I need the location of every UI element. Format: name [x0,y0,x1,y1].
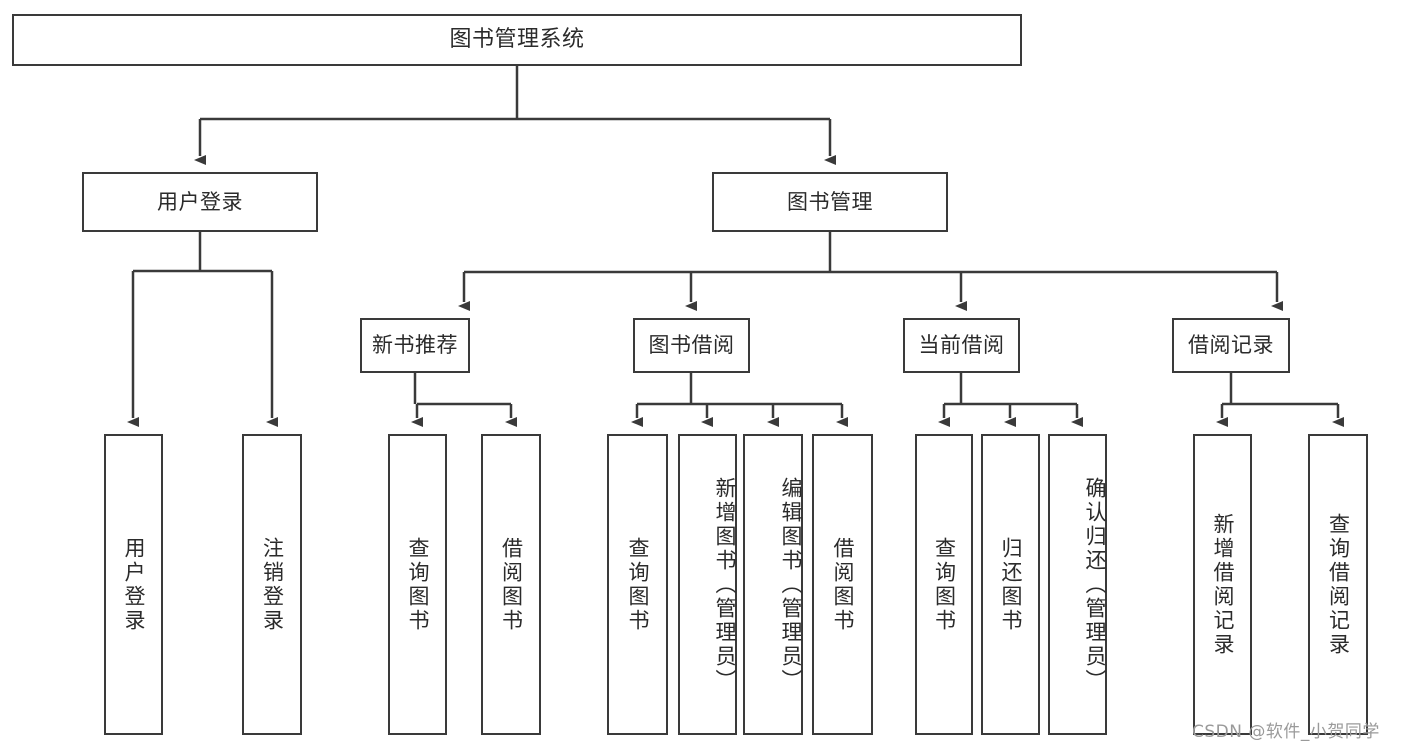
leaf-add-record-label: 新增借阅记录 [1211,512,1235,657]
leaf-query-record-label: 查询借阅记录 [1326,512,1351,657]
node-root-system[interactable]: 图书管理系统 [12,14,1022,66]
leaf-return-book[interactable]: 归还图书 [981,434,1040,735]
leaf-query-book-1-label: 查询图书 [406,536,430,633]
node-book-borrow[interactable]: 图书借阅 [633,318,750,373]
node-book-borrow-label: 图书借阅 [648,333,735,358]
leaf-edit-book-label: 编辑图书（管理员） [779,476,803,693]
leaf-add-book-label: 新增图书（管理员） [713,476,737,693]
leaf-user-login[interactable]: 用户登录 [104,434,163,735]
leaf-logout-label: 注销登录 [260,536,285,633]
leaf-query-book-3-label: 查询图书 [932,536,957,633]
node-current-borrow[interactable]: 当前借阅 [903,318,1020,373]
node-user-login[interactable]: 用户登录 [82,172,318,232]
leaf-borrow-book-2-label: 借阅图书 [831,536,855,633]
leaf-query-record[interactable]: 查询借阅记录 [1308,434,1368,735]
node-borrow-record[interactable]: 借阅记录 [1172,318,1290,373]
node-root-label: 图书管理系统 [449,27,585,53]
node-user-login-label: 用户登录 [157,189,243,214]
leaf-return-book-label: 归还图书 [999,536,1023,633]
leaf-borrow-book-1[interactable]: 借阅图书 [481,434,541,735]
leaf-add-record[interactable]: 新增借阅记录 [1193,434,1252,735]
leaf-add-book[interactable]: 新增图书（管理员） [678,434,737,735]
leaf-confirm-return[interactable]: 确认归还（管理员） [1048,434,1107,735]
node-new-book-rec-label: 新书推荐 [372,333,458,358]
leaf-logout[interactable]: 注销登录 [242,434,302,735]
node-book-manage-label: 图书管理 [787,189,873,214]
leaf-query-book-2-label: 查询图书 [626,536,650,633]
leaf-edit-book[interactable]: 编辑图书（管理员） [743,434,803,735]
leaf-user-login-label: 用户登录 [122,536,146,633]
leaf-query-book-2[interactable]: 查询图书 [607,434,668,735]
node-new-book-rec[interactable]: 新书推荐 [360,318,470,373]
leaf-query-book-3[interactable]: 查询图书 [915,434,973,735]
leaf-borrow-book-1-label: 借阅图书 [499,536,524,633]
node-current-borrow-label: 当前借阅 [918,333,1005,358]
node-borrow-record-label: 借阅记录 [1188,333,1274,358]
leaf-query-book-1[interactable]: 查询图书 [388,434,447,735]
leaf-confirm-return-label: 确认归还（管理员） [1083,476,1107,693]
leaf-borrow-book-2[interactable]: 借阅图书 [812,434,873,735]
watermark-text: CSDN @软件_小贺同学 [1192,722,1380,742]
node-book-manage[interactable]: 图书管理 [712,172,948,232]
